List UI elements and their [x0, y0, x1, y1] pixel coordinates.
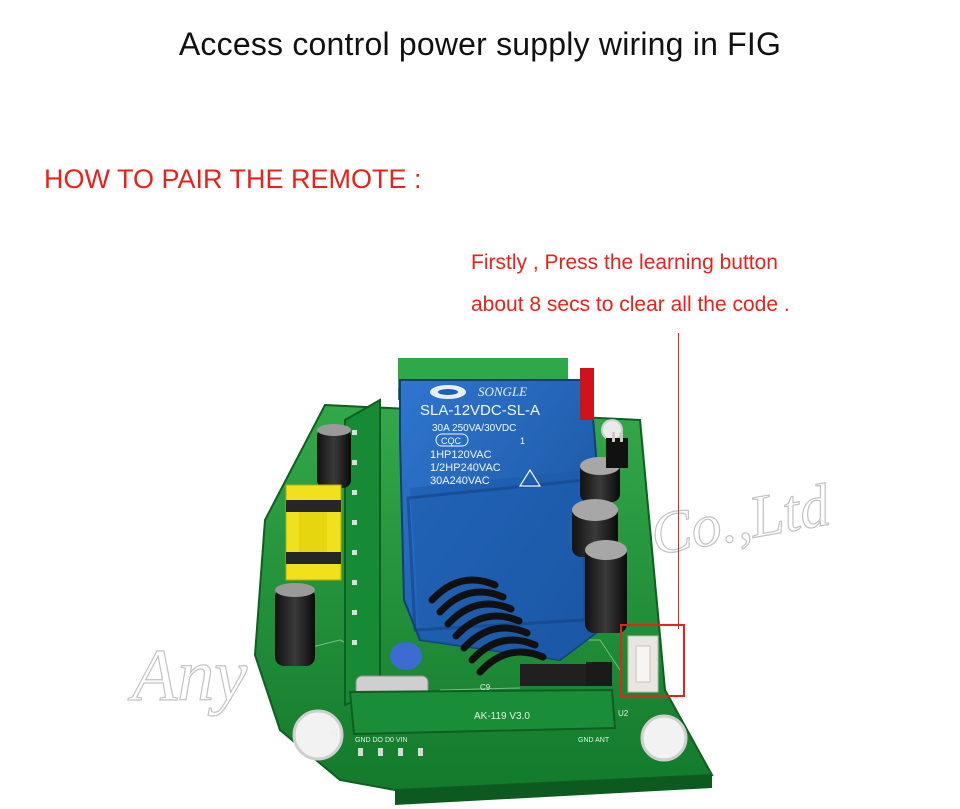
section-heading: HOW TO PAIR THE REMOTE :: [44, 164, 422, 194]
callout-line: [678, 333, 679, 629]
mounting-hole-right: [640, 714, 688, 762]
ic-chip-small: [586, 662, 612, 686]
mounting-hole-left: [292, 709, 344, 761]
transformer: [285, 484, 342, 581]
watermark-right: Co.,Ltd: [646, 471, 836, 567]
relay-spec-2: 1/2HP240VAC: [430, 462, 501, 474]
ic-chip: [520, 664, 590, 686]
ceramic-capacitor: [390, 642, 422, 670]
relay-num: 1: [520, 436, 525, 446]
relay-brand: SONGLE: [478, 384, 527, 399]
ref-rf: RF: [330, 729, 341, 738]
watermark-left: Any: [127, 635, 247, 717]
capacitor-left-bottom: [275, 583, 315, 666]
capacitor-right-bottom: [585, 540, 627, 633]
instruction-line-2: about 8 secs to clear all the code .: [471, 293, 790, 316]
relay-rating: 30A 250VA/30VDC: [432, 423, 516, 434]
capacitor-left-top: [317, 424, 351, 488]
relay-logo-icon: [430, 385, 466, 399]
module-pins-2: GND ANT: [578, 737, 610, 744]
module-pins: GND DO D0 VIN: [355, 737, 408, 744]
receiver-module: AK-119 V3.0 GND DO D0 VIN GND ANT: [348, 688, 617, 756]
callout-box: [620, 624, 685, 697]
warning-triangle-icon: [518, 468, 542, 487]
relay-cert: CQC: [441, 436, 462, 446]
antenna-coil: [428, 576, 547, 676]
page-title: Access control power supply wiring in FI…: [178, 26, 782, 62]
relay-model: SLA-12VDC-SL-A: [420, 402, 540, 419]
learning-button: [627, 635, 659, 693]
jumper-header: [606, 432, 628, 468]
ref-c9: C9: [480, 683, 491, 692]
ref-u2: U2: [618, 709, 629, 718]
relay-spec-1: 1HP120VAC: [430, 449, 492, 461]
instruction-line-1: Firstly , Press the learning button: [471, 251, 778, 274]
relay-spec-3: 30A240VAC: [430, 475, 490, 487]
module-label: AK-119 V3.0: [474, 711, 530, 722]
